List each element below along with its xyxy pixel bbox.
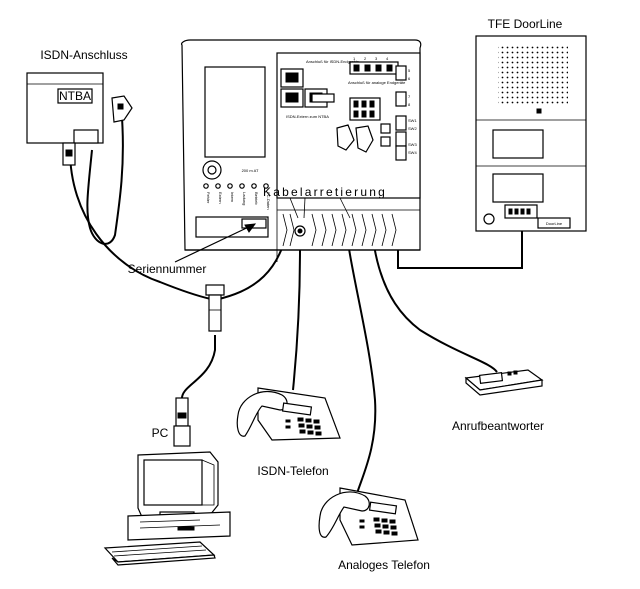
side-switch-sw2: SW2 — [408, 126, 417, 131]
cable-tae-loop — [86, 117, 124, 245]
isdn-anschluss-label: ISDN-Anschluss — [40, 48, 127, 62]
usb-plug — [173, 397, 191, 447]
tae-plug — [111, 95, 133, 123]
analoges-telefon-label: Analoges Telefon — [338, 558, 430, 572]
doorline-unit: DoorLine — [475, 35, 587, 232]
side-number-6: 6 — [408, 76, 411, 81]
led-fehler — [203, 183, 209, 189]
side-switch-sw3: SW3 — [408, 142, 417, 147]
cable-isdn-phone — [292, 112, 301, 391]
cable-analog-phone — [344, 160, 377, 501]
port-label-isdn-extern: ISDN-Extern zum NTBA — [286, 114, 329, 119]
led-label-extern: Extern — [218, 192, 223, 204]
pc-label: PC — [152, 426, 169, 440]
isdn-telefon-label: ISDN-Telefon — [257, 464, 328, 478]
model-label: 200 m AT — [242, 168, 259, 173]
led-pc-daten — [263, 183, 269, 189]
led-row: Fehler Extern Intern Ladung Betrieb PC-D… — [203, 183, 271, 210]
port-label-analoge-endgeraete: Anschluß für analoge Endgeräte — [348, 80, 406, 85]
led-ladung — [239, 183, 245, 189]
led-label-ladung: Ladung — [242, 192, 247, 205]
seriennummer-label: Seriennummer — [128, 262, 207, 276]
answering-machine — [464, 369, 544, 396]
tfe-doorline-label: TFE DoorLine — [488, 17, 563, 31]
doorline-nameplate-1 — [492, 129, 544, 159]
kabelarretierung-label: Kabelarretierung — [263, 185, 387, 199]
ntba-box: NTBA — [26, 72, 104, 166]
analog-phone-keypad — [359, 517, 398, 536]
side-number-8: 8 — [408, 102, 411, 107]
doorline-screw — [483, 213, 495, 225]
led-label-betrieb: Betrieb — [254, 192, 259, 205]
isdn-telephone — [236, 387, 341, 441]
tae-plug-2 — [355, 125, 374, 153]
terminal-numbers: 1 2 3 4 — [353, 56, 389, 61]
isdn-phone-handset — [236, 390, 288, 437]
cable-ntba-to-unit — [69, 149, 216, 301]
main-unit: 200 m AT Fehler Extern Intern Ladung Bet… — [180, 39, 422, 262]
ntba-label-box — [57, 88, 93, 104]
led-label-pc-daten: PC-Daten — [266, 192, 271, 210]
terminal-number-1: 1 — [353, 56, 356, 61]
isdn-phone-keypad — [285, 417, 322, 436]
led-extern — [215, 183, 221, 189]
pc-computer — [103, 451, 231, 566]
anrufbeantworter-label: Anrufbeantworter — [452, 419, 544, 433]
side-switch-sw4: SW4 — [408, 150, 417, 155]
serial-pointer — [174, 223, 256, 263]
terminal-number-3: 3 — [375, 56, 378, 61]
side-switch-sw1: SW1 — [408, 118, 417, 123]
analog-phone-handset — [318, 491, 370, 538]
doorline-speaker-grid — [498, 45, 568, 105]
port-label-isdn-endgeraete: Anschluß für ISDN-Endgeräte — [306, 59, 360, 64]
tae-plug-1 — [336, 124, 355, 151]
side-number-5: 5 — [408, 68, 411, 73]
cable-pc-serial — [180, 335, 216, 401]
doorline-nameplate-2 — [492, 173, 544, 203]
terminal-number-4: 4 — [386, 56, 389, 61]
side-terminals: 5 6 7 8 SW1 SW2 SW3 SW4 — [395, 65, 417, 161]
led-label-fehler: Fehler — [206, 192, 211, 204]
serial-connector — [205, 284, 225, 332]
terminal-number-2: 2 — [364, 56, 367, 61]
led-betrieb — [251, 183, 257, 189]
cable-retention-comb — [282, 213, 397, 247]
led-intern — [227, 183, 233, 189]
pc-monitor-screen — [143, 459, 203, 506]
doorline-tag: DoorLine — [546, 221, 563, 226]
display-panel — [204, 66, 266, 158]
ntba-label: NTBA — [59, 89, 91, 103]
analog-telephone — [318, 487, 419, 546]
side-number-7: 7 — [408, 94, 411, 99]
led-label-intern: Intern — [230, 192, 235, 202]
